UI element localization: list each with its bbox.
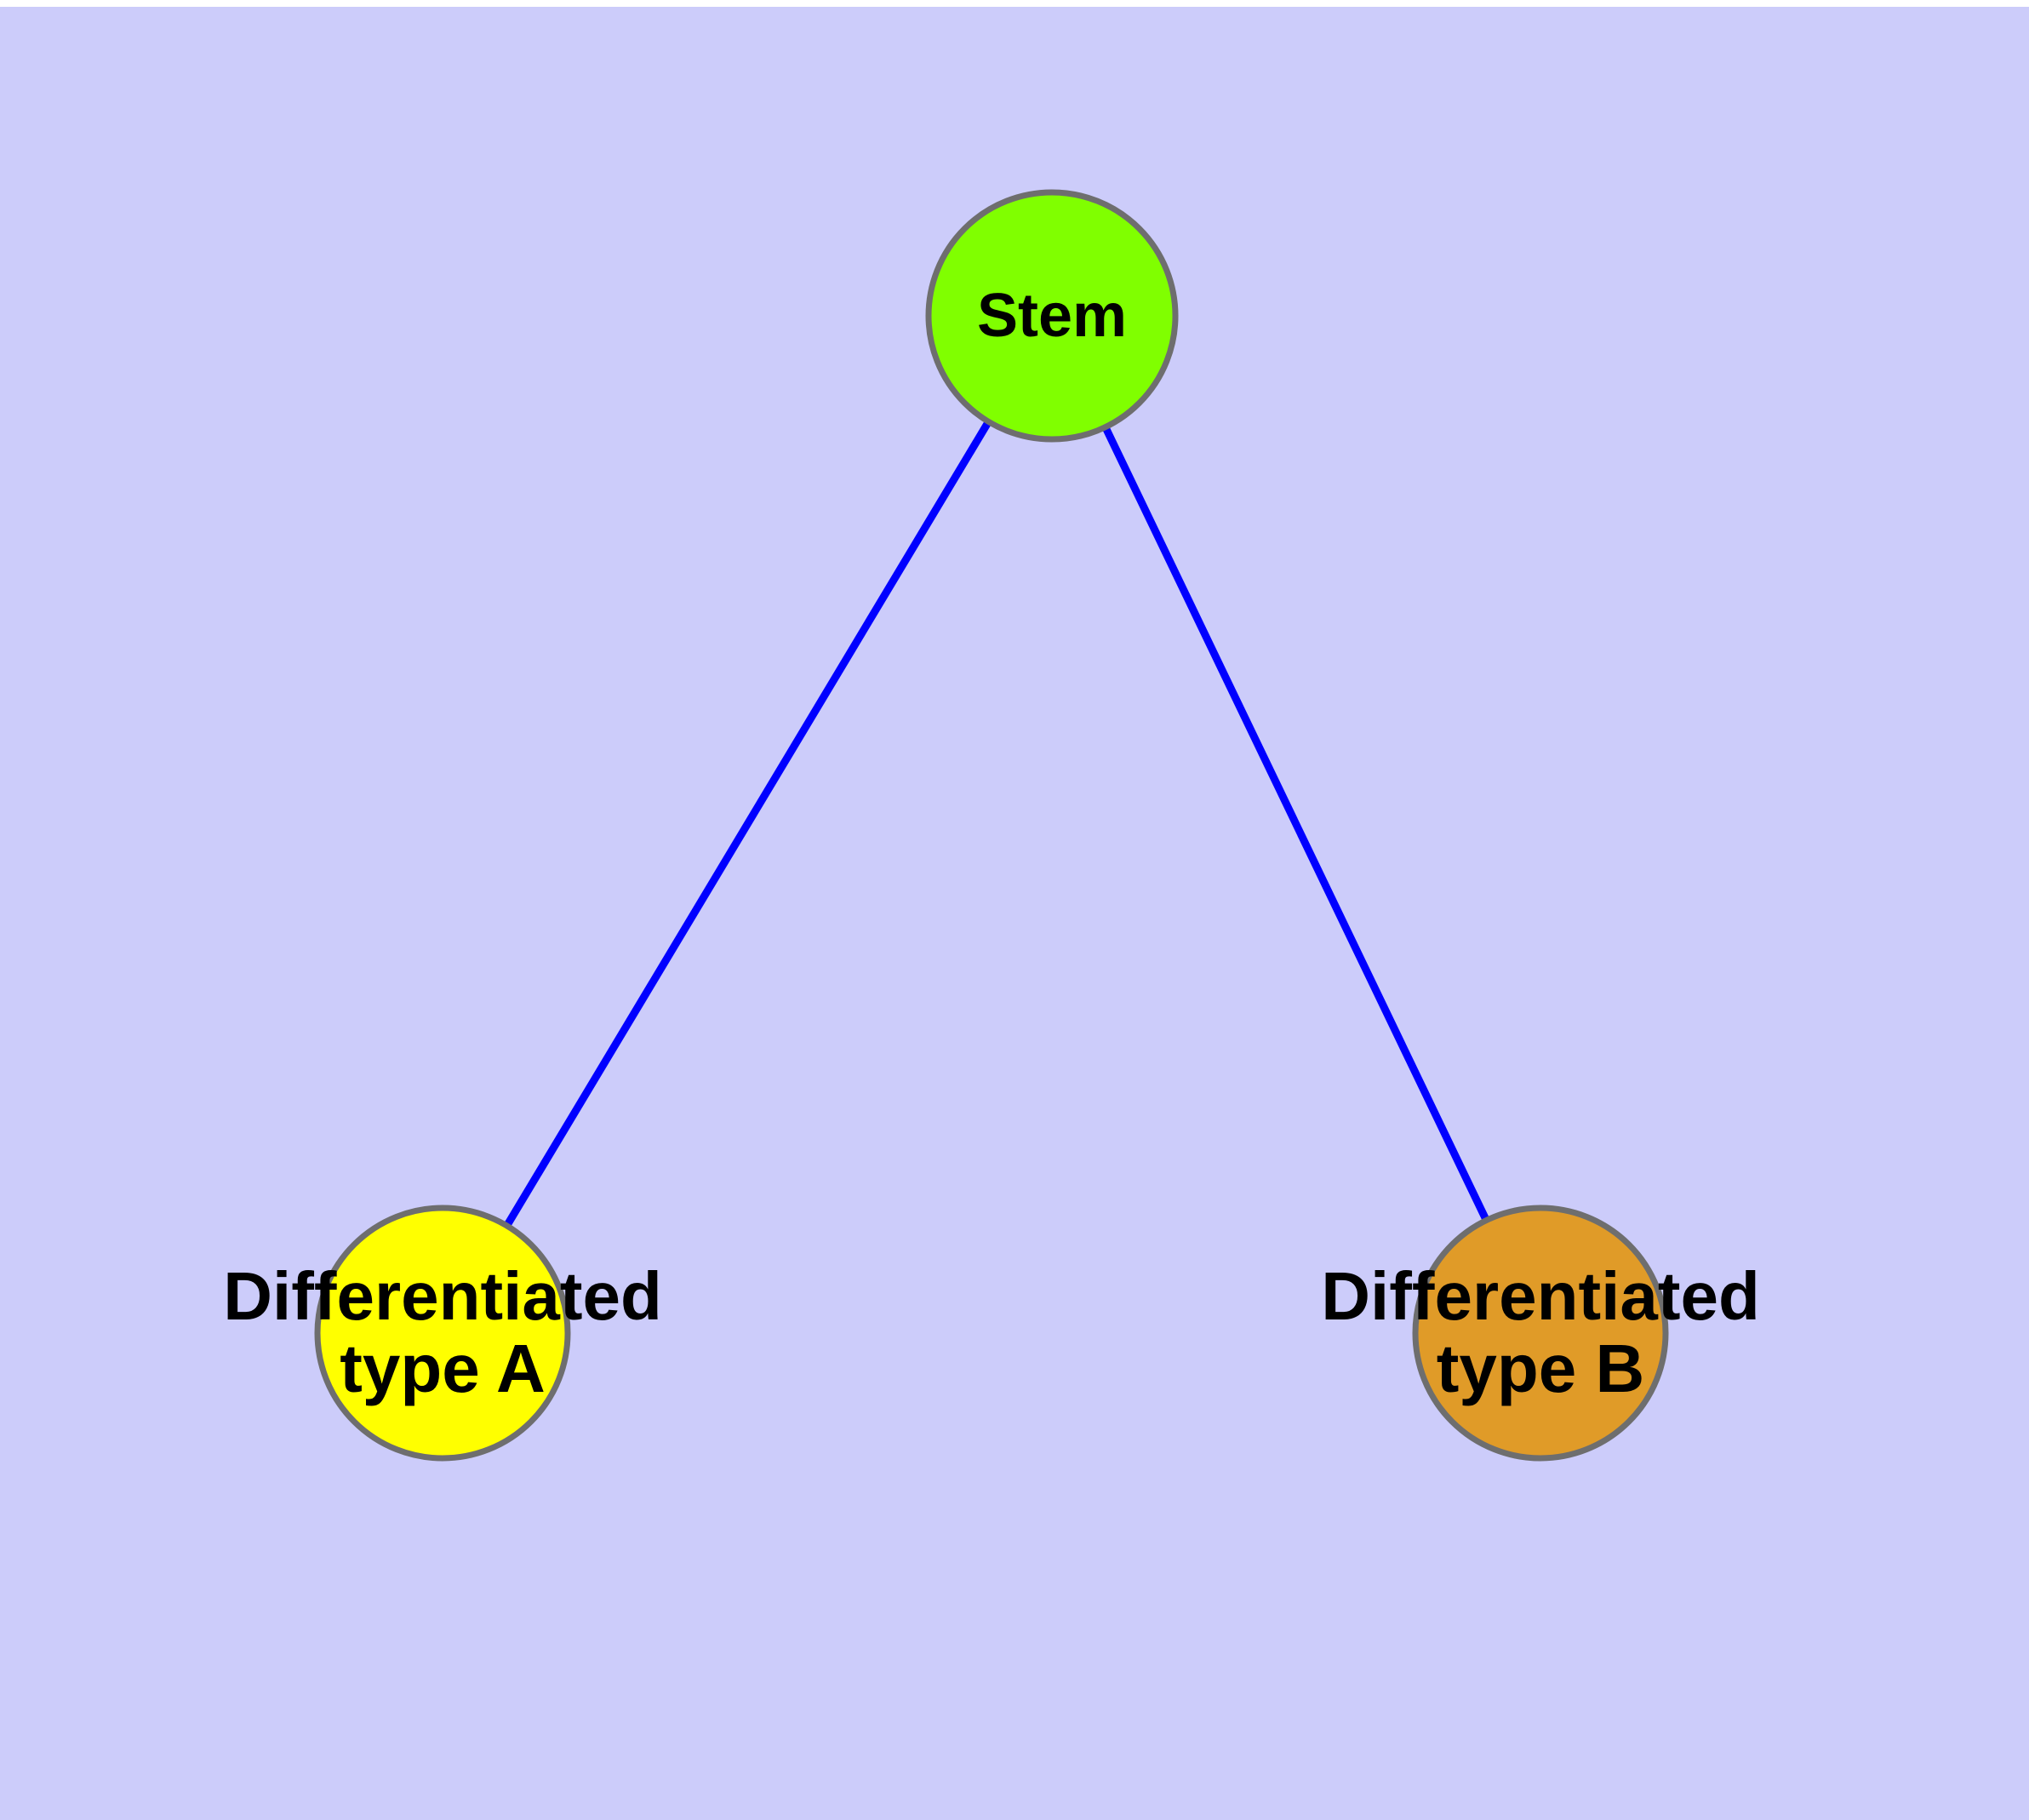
node-diff_a[interactable] bbox=[314, 1205, 571, 1462]
edge-stem-to-b bbox=[1102, 426, 1489, 1221]
edge-layer bbox=[504, 421, 1489, 1227]
edge-stem-to-a bbox=[504, 421, 992, 1227]
node-diff_b[interactable] bbox=[1412, 1205, 1669, 1462]
node-layer bbox=[314, 189, 1669, 1462]
node-stem[interactable] bbox=[925, 189, 1179, 443]
